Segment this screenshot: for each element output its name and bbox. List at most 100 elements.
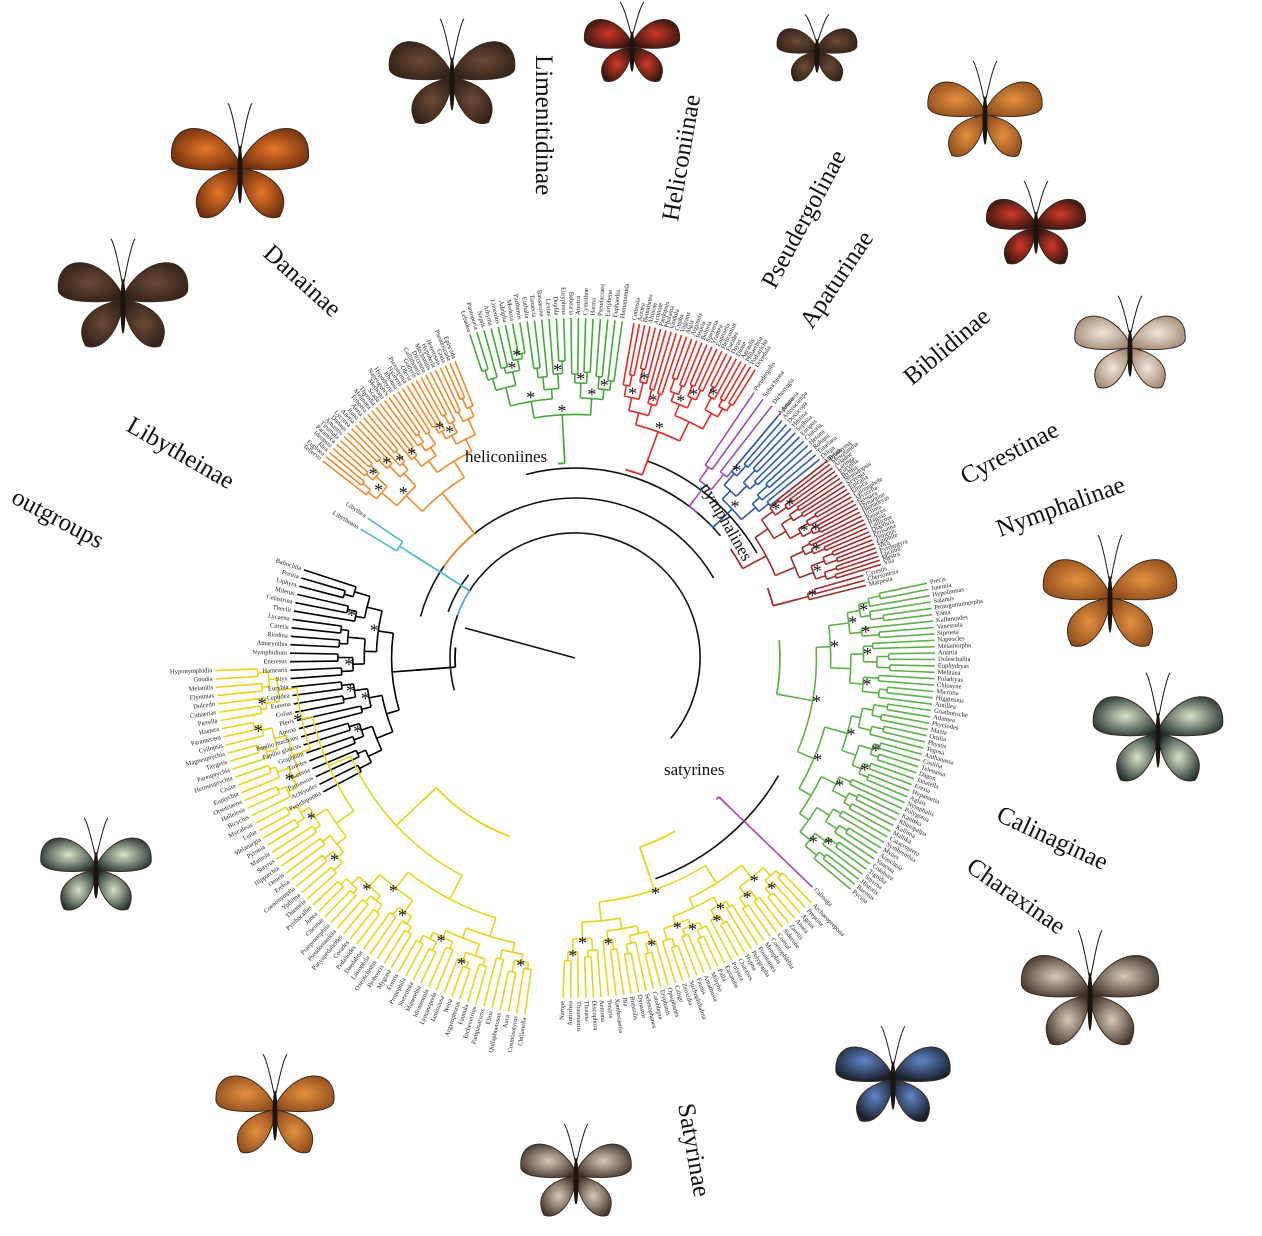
tip-labels: BaliochilaPoritiaLiphyraMiletusCelastrin…: [170, 283, 984, 1053]
support-star: *: [374, 480, 383, 500]
support-star: *: [689, 384, 698, 404]
butterfly-satyrine-brown-icon: [216, 1054, 334, 1153]
butterfly-satyrine-stripe-icon: [521, 1124, 631, 1216]
support-star: *: [344, 654, 353, 674]
label-nymphalinae: Nymphalinae: [993, 471, 1129, 542]
support-star: *: [859, 600, 868, 620]
support-star: *: [649, 391, 658, 411]
label-biblidinae: Biblidinae: [899, 303, 996, 391]
support-star: *: [824, 833, 833, 853]
support-star: *: [647, 936, 656, 956]
support-star: *: [604, 934, 613, 954]
tip-label-charaxinae: Bia: [621, 997, 629, 1007]
support-star: *: [847, 724, 856, 744]
tip-label-charaxinae: Discophora: [590, 1000, 599, 1030]
butterfly-polygonia-icon: [1043, 535, 1176, 646]
butterfly-pseudergolis-icon: [777, 14, 857, 81]
label-cyrestinae: Cyrestinae: [956, 416, 1063, 490]
tip-label-outgroups: Riodina: [267, 631, 288, 640]
tip-label-outgroups: Lycaena: [268, 613, 291, 623]
label-charaxinae: Charaxinae: [962, 853, 1071, 940]
label-satyrines: satyrines: [664, 760, 724, 779]
label-heliconiinae: Heliconiinae: [657, 93, 706, 223]
support-star: *: [353, 721, 362, 741]
support-star: *: [830, 637, 839, 657]
support-star: *: [258, 694, 267, 714]
tip-label-charaxinae: Narope: [559, 1001, 567, 1020]
support-star: *: [688, 920, 697, 940]
support-star: *: [750, 871, 759, 891]
support-star: *: [578, 933, 587, 953]
tip-label-outgroups: Styx: [276, 675, 289, 683]
label-heliconiines: heliconiines: [465, 447, 547, 466]
support-star: *: [362, 879, 371, 899]
support-star: *: [307, 809, 316, 829]
support-star: *: [812, 540, 821, 560]
support-star: *: [871, 740, 880, 760]
butterfly-calinaga-icon: [1093, 673, 1223, 781]
support-star: *: [863, 644, 872, 664]
tip-label-outgroups: Amarynthis: [256, 640, 287, 648]
label-libytheinae: Libytheinae: [122, 412, 239, 495]
support-star: *: [347, 606, 356, 626]
clade-outgroups: [290, 570, 456, 792]
tip-label-satyrinae: Hyponymphidia: [170, 667, 213, 675]
tip-label-outgroups: Curetis: [270, 622, 290, 631]
tip-label-satyrinae: Gnodia: [193, 676, 213, 684]
label-apaturinae: Apaturinae: [795, 226, 879, 333]
tip-label-charaxinae: Antirrhea: [567, 1001, 574, 1026]
butterfly-morpho-icon: [836, 1026, 950, 1121]
support-star: *: [389, 881, 398, 901]
support-star: *: [254, 721, 263, 741]
support-star: *: [767, 879, 776, 899]
support-star: *: [507, 358, 516, 378]
support-star: *: [835, 776, 844, 796]
support-star: *: [800, 521, 809, 541]
support-star: *: [676, 391, 685, 411]
support-star: *: [346, 681, 355, 701]
support-star: *: [587, 385, 596, 405]
support-star: *: [811, 520, 820, 540]
support-star: *: [860, 760, 869, 780]
butterfly-heliconius-icon: [584, 2, 679, 82]
support-star: *: [361, 689, 370, 709]
support-star: *: [771, 499, 780, 519]
support-star: *: [716, 899, 725, 919]
tip-label-outgroups: Hamearis: [262, 667, 288, 675]
tip-label-satyrinae: Melanitis: [188, 684, 214, 693]
support-star: *: [628, 384, 637, 404]
support-star: *: [330, 850, 339, 870]
butterfly-monarch-icon: [171, 103, 308, 218]
butterfly-satyrine-yellow-icon: [41, 818, 151, 910]
tip-label-limenitidinae: Bebearia: [567, 292, 574, 315]
support-star: *: [576, 369, 585, 389]
support-star: *: [673, 918, 682, 938]
support-star: *: [861, 622, 870, 642]
support-star: *: [785, 495, 794, 515]
tip-label-limenitidinae: Aterica: [575, 296, 582, 315]
support-star: *: [813, 750, 822, 770]
support-star: *: [407, 444, 416, 464]
support-star: *: [655, 418, 664, 438]
tip-label-outgroups: Eneresus: [263, 658, 287, 665]
butterfly-charaxes-icon: [1021, 930, 1158, 1045]
label-satyrinae: Satyrinae: [672, 1101, 715, 1199]
support-star: *: [445, 422, 454, 442]
support-star: *: [398, 905, 407, 925]
support-star: *: [395, 451, 404, 471]
tip-label-charaxinae: Thauria: [583, 1001, 591, 1022]
support-star: *: [732, 461, 741, 481]
butterfly-photos: [41, 2, 1223, 1216]
support-star: *: [435, 418, 444, 438]
support-star: *: [848, 613, 857, 633]
support-star: *: [399, 483, 408, 503]
support-star: *: [526, 388, 535, 408]
butterfly-adelpha-icon: [389, 19, 515, 124]
tip-label-outgroups: Nymphidium: [252, 649, 287, 657]
tip-label-limenitidinae: Hamanumida: [619, 283, 631, 319]
butterfly-cyrestis-icon: [1075, 296, 1185, 388]
support-star: *: [709, 384, 718, 404]
butterfly-diaethria-icon: [986, 181, 1085, 264]
support-star: *: [600, 375, 609, 395]
